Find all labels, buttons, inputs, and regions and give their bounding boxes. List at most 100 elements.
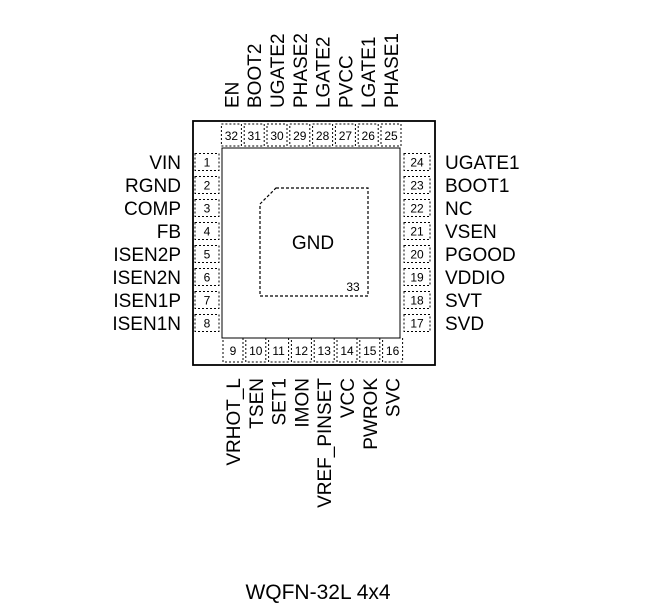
pin-pad-right-6 xyxy=(403,199,431,217)
pin-pad-left-3 xyxy=(194,199,220,217)
pin-name: LGATE1 xyxy=(359,37,380,108)
pin-pad-left-2 xyxy=(194,176,220,194)
pin-name: VDDIO xyxy=(445,268,505,289)
pin-number: 5 xyxy=(204,248,211,262)
pin-number: 23 xyxy=(410,179,424,193)
pin-number: 4 xyxy=(204,225,211,239)
pin-name: PHASE1 xyxy=(382,33,403,108)
pin-pad-right-8 xyxy=(403,153,431,171)
pin-number: 27 xyxy=(339,129,353,143)
pin-name: VSEN xyxy=(445,222,497,243)
pin-pad-right-1 xyxy=(403,314,431,332)
pin-name: NC xyxy=(445,199,472,220)
pin-number: 9 xyxy=(230,344,237,358)
pin-number: 12 xyxy=(295,344,309,358)
pin-name: LGATE2 xyxy=(314,37,335,108)
pin-number: 18 xyxy=(410,294,424,308)
pin-name: TSEN xyxy=(247,378,268,429)
pin-pad-top-8 xyxy=(220,123,242,147)
pin-pad-left-8 xyxy=(194,314,220,332)
pin-number: 8 xyxy=(204,317,211,331)
pin-name: VRHOT_L xyxy=(224,378,245,466)
pin-number: 13 xyxy=(318,344,332,358)
pin-number: 21 xyxy=(410,225,424,239)
pin-number: 2 xyxy=(204,179,211,193)
pin-name: UGATE2 xyxy=(268,33,289,108)
pin-number: 15 xyxy=(363,344,377,358)
pin-name: RGND xyxy=(125,176,181,197)
pin-name: PGOOD xyxy=(445,245,516,266)
pin-number: 22 xyxy=(410,202,424,216)
pin-name: COMP xyxy=(124,199,181,220)
pin-number: 6 xyxy=(204,271,211,285)
pin-name: ISEN2N xyxy=(112,268,181,289)
pin-pad-right-3 xyxy=(403,268,431,286)
pin-pad-right-2 xyxy=(403,291,431,309)
pin-pad-top-4 xyxy=(312,123,334,147)
pin-number: 31 xyxy=(248,129,262,143)
pin-pad-bottom-1 xyxy=(222,337,244,363)
pin-number: 20 xyxy=(410,248,424,262)
pin-pad-left-6 xyxy=(194,268,220,286)
pin-number: 7 xyxy=(204,294,211,308)
pin-name: PVCC xyxy=(336,55,357,108)
pin-number: 14 xyxy=(340,344,354,358)
pin-pad-left-7 xyxy=(194,291,220,309)
pin-pad-bottom-3 xyxy=(268,337,290,363)
pin-pad-right-7 xyxy=(403,176,431,194)
pin-name: SVC xyxy=(384,378,405,417)
pin-name: VREF_PINSET xyxy=(315,378,336,508)
pin-number: 1 xyxy=(204,156,211,170)
exposed-pad xyxy=(259,187,369,297)
pin-pad-left-5 xyxy=(194,245,220,263)
pin-name: VIN xyxy=(149,153,181,174)
pin-name: BOOT1 xyxy=(445,176,509,197)
pin-pad-bottom-8 xyxy=(382,337,404,363)
pin-number: 16 xyxy=(386,344,400,358)
pin-name: UGATE1 xyxy=(445,153,520,174)
pin-name: SET1 xyxy=(270,378,291,426)
pin-name: SVD xyxy=(445,314,484,335)
pin-pad-bottom-5 xyxy=(313,337,335,363)
pin-pad-left-1 xyxy=(194,153,220,171)
pin-name: IMON xyxy=(292,378,313,428)
pin-pad-right-5 xyxy=(403,222,431,240)
pin-pad-bottom-2 xyxy=(245,337,267,363)
pin-name: BOOT2 xyxy=(245,44,266,108)
pin-number: 26 xyxy=(362,129,376,143)
pin-name: VCC xyxy=(338,378,359,418)
pin-number: 28 xyxy=(316,129,330,143)
pin-pad-top-7 xyxy=(243,123,265,147)
pin-number: 19 xyxy=(410,271,424,285)
pin-number: 32 xyxy=(225,129,239,143)
pin-number: 29 xyxy=(293,129,307,143)
pin-pad-right-4 xyxy=(403,245,431,263)
exposed-pad-label: GND xyxy=(292,233,334,254)
pin-name: FB xyxy=(157,222,181,243)
pin-number: 3 xyxy=(204,202,211,216)
pin-name: PWROK xyxy=(361,378,382,450)
pin-pad-top-1 xyxy=(380,123,402,147)
pins-group: 1VIN2RGND3COMP4FB5ISEN2P6ISEN2N7ISEN1P8I… xyxy=(112,33,519,508)
pin-name: EN xyxy=(222,82,243,108)
pin-pad-top-5 xyxy=(289,123,311,147)
pin-name: ISEN1P xyxy=(113,291,181,312)
pin-pad-left-4 xyxy=(194,222,220,240)
package-caption: WQFN-32L 4x4 xyxy=(245,581,390,604)
pin-pad-bottom-6 xyxy=(336,337,358,363)
pin-pad-top-6 xyxy=(266,123,288,147)
pin-pad-bottom-7 xyxy=(359,337,381,363)
pin-pad-top-3 xyxy=(334,123,356,147)
package-body xyxy=(192,120,436,366)
pin-number: 24 xyxy=(410,156,424,170)
pin-name: PHASE2 xyxy=(291,33,312,108)
pin-number: 10 xyxy=(249,344,263,358)
pin-name: SVT xyxy=(445,291,482,312)
pin-number: 17 xyxy=(410,317,424,331)
pin-number: 25 xyxy=(384,129,398,143)
pin-number: 30 xyxy=(270,129,284,143)
pin-pad-bottom-4 xyxy=(290,337,312,363)
exposed-pad-number: 33 xyxy=(346,280,360,294)
pin-pad-top-2 xyxy=(357,123,379,147)
